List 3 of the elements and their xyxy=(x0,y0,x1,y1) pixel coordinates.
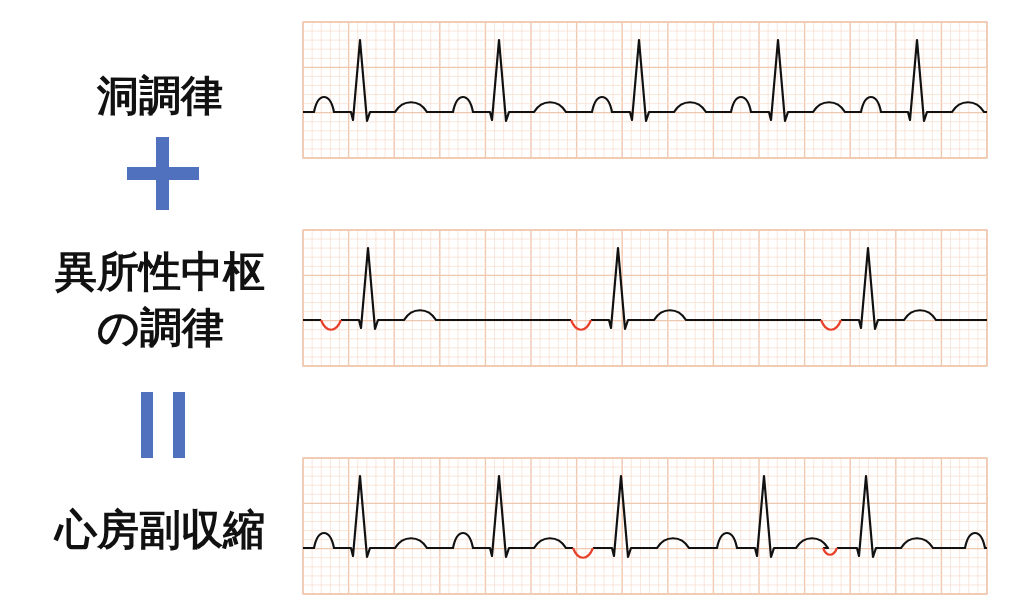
rhythm-label: 洞調律 xyxy=(96,70,224,122)
rhythm-label: 異所性中枢の調律 xyxy=(54,246,266,354)
rhythm-label: 心房副収縮 xyxy=(52,504,266,556)
